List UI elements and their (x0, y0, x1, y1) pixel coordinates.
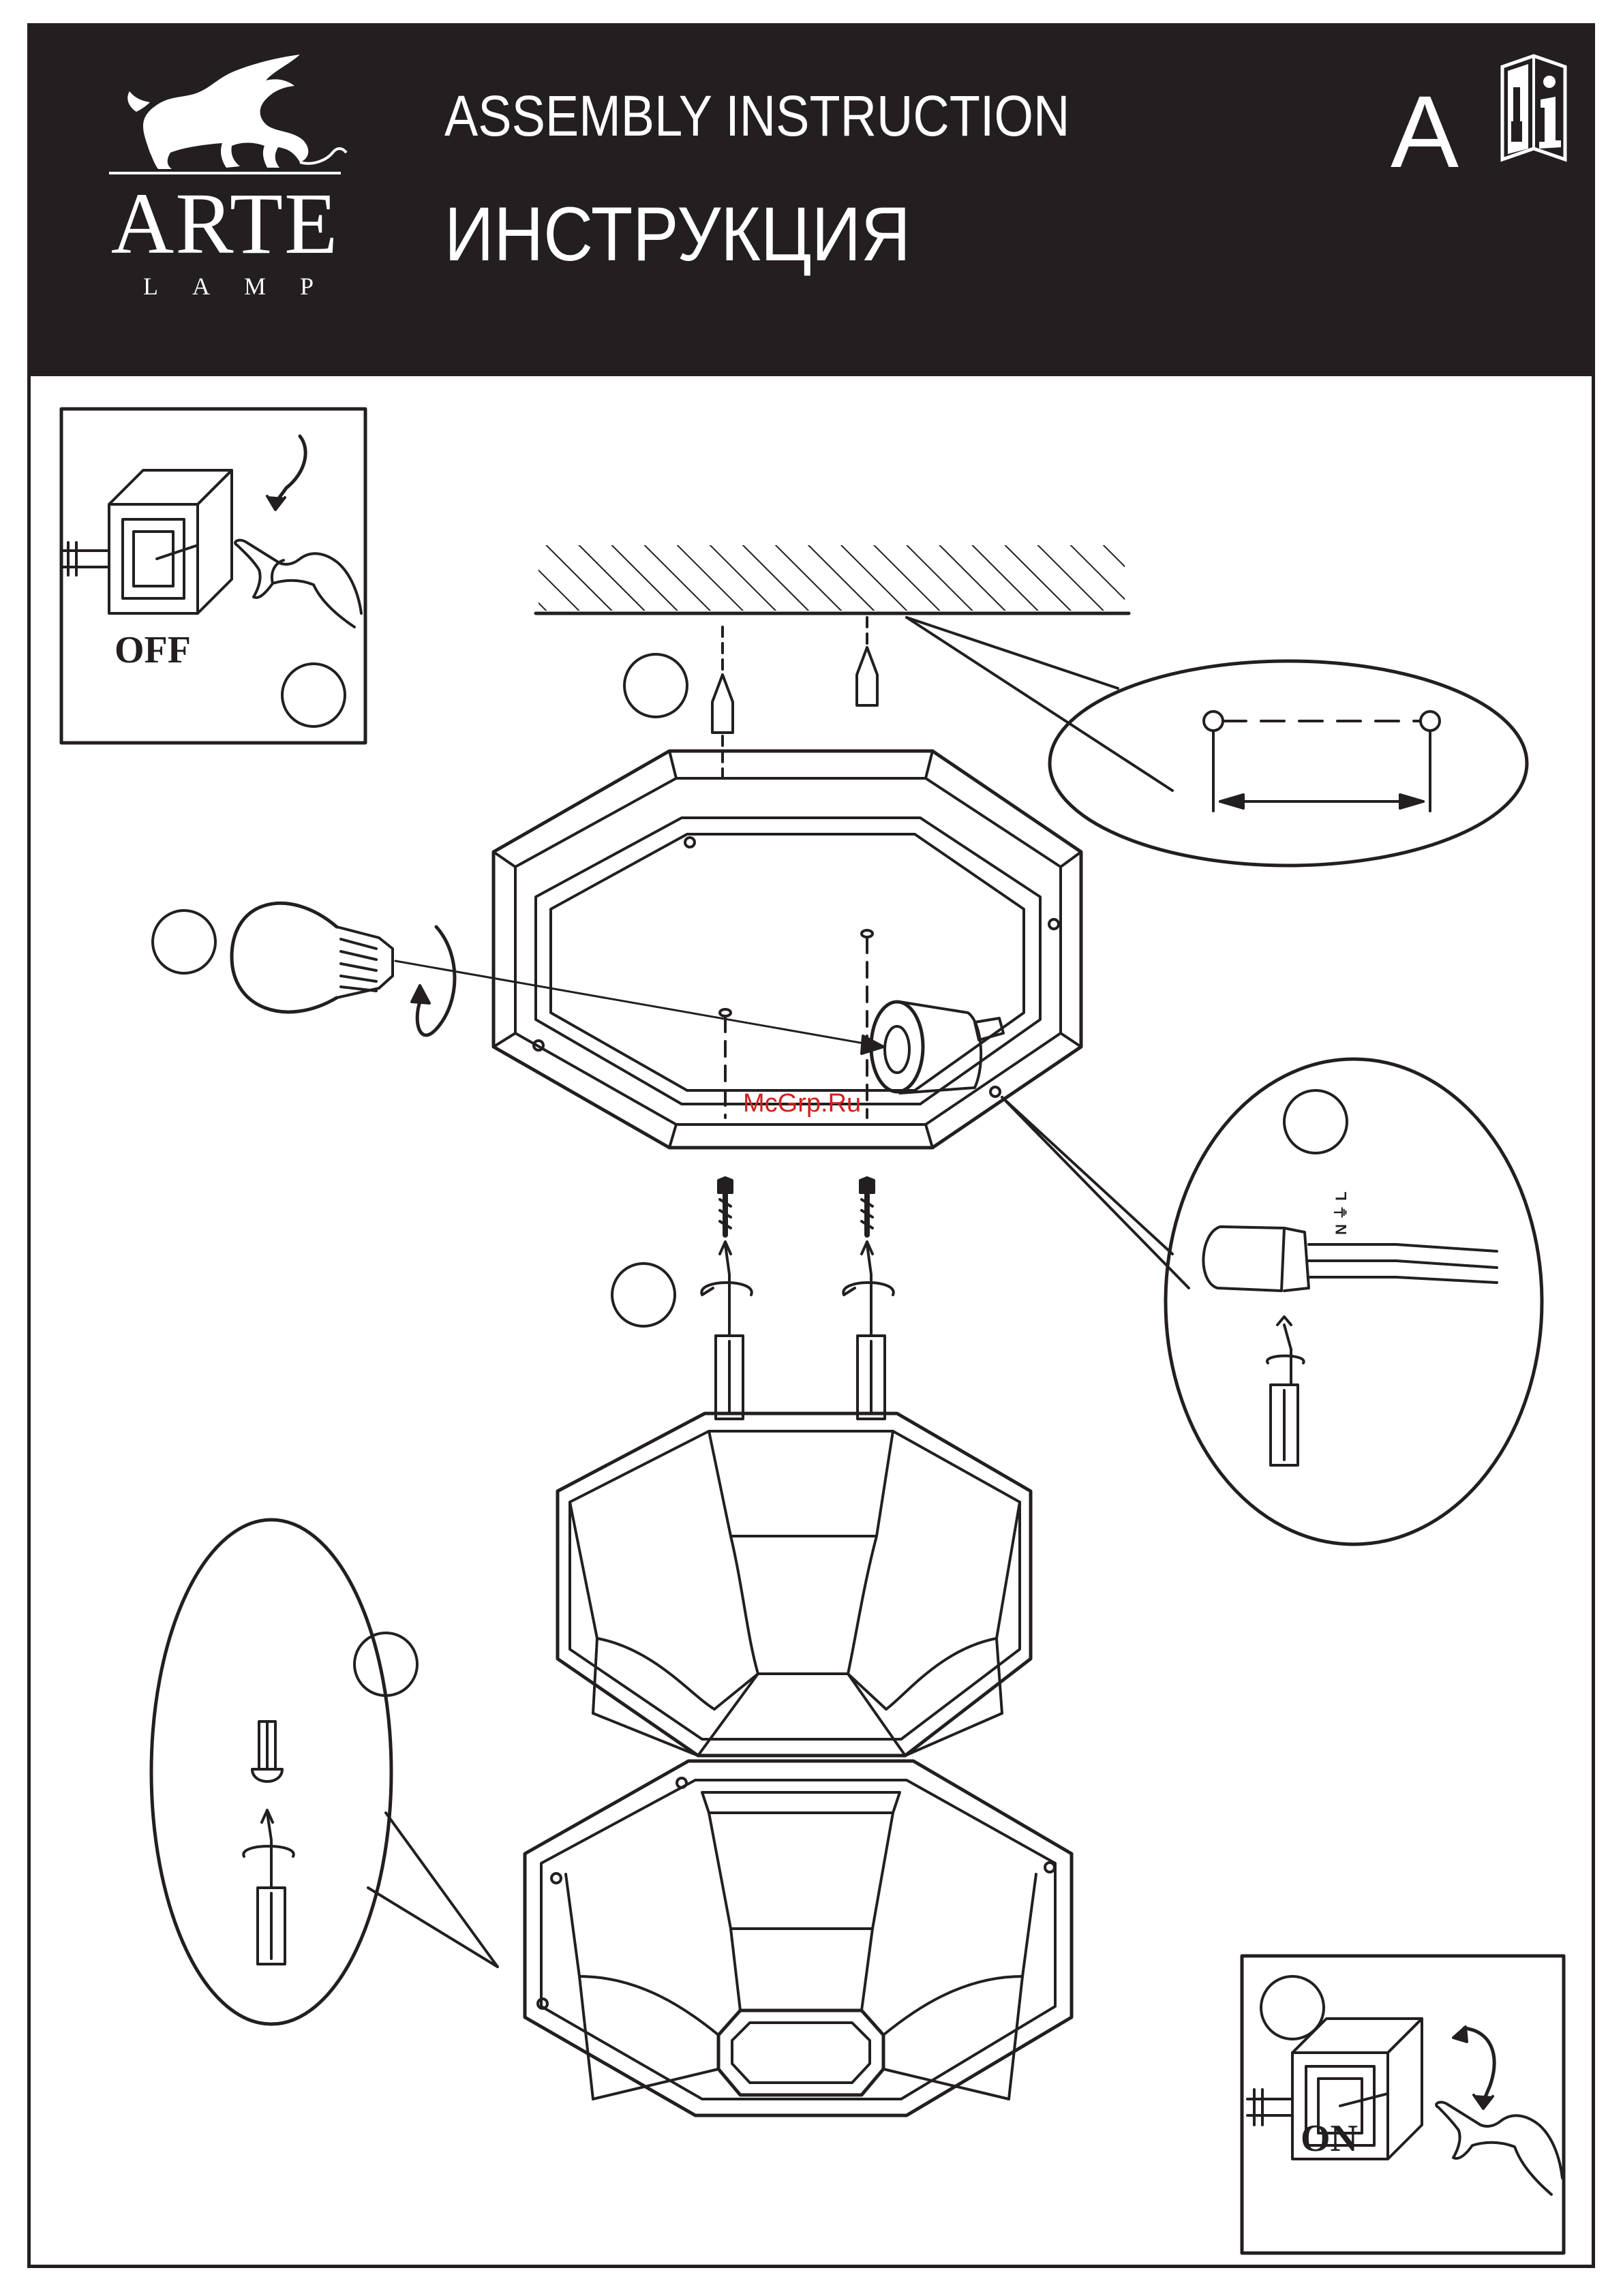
power-on-panel (1242, 1956, 1564, 2253)
lamp-cage (525, 1761, 1072, 2115)
wall-plug-left-icon (712, 627, 733, 777)
curved-arrow-on-icon (1464, 2028, 1494, 2102)
curved-arrow-off-icon (275, 436, 305, 503)
bulb-insertion-line (395, 961, 883, 1047)
lamp-socket (871, 1002, 1003, 1093)
screwdriver-wiring-icon (1267, 1317, 1304, 1465)
terminal-labels: N ⏚ L (1329, 1191, 1351, 1235)
power-off-panel (61, 409, 365, 743)
off-label: OFF (115, 631, 191, 669)
wall-plug-right-icon (857, 617, 877, 705)
step-circle-bulb (153, 910, 215, 973)
screw-cap-icon (252, 1721, 282, 1781)
cage-screw-callout (151, 1520, 498, 2024)
watermark-text: McGrp.Ru (743, 1090, 861, 1116)
hand-icon (235, 540, 361, 627)
wall-switch-off-icon (61, 470, 232, 613)
step-circle-wiring (1284, 1090, 1347, 1153)
on-label: ON (1301, 2119, 1358, 2158)
lamp-base-plate (494, 751, 1081, 1148)
wiring-callout (1002, 1059, 1542, 1544)
screwdriver-left-icon (701, 1242, 752, 1419)
glass-shade (558, 1413, 1031, 1756)
rotate-arrow-icon (412, 927, 455, 1035)
screw-right-icon (860, 1178, 874, 1235)
step-circle-off (282, 664, 345, 726)
screw-left-icon (718, 1178, 732, 1235)
screwdriver-right-icon (843, 1242, 894, 1419)
screwdriver-cage-icon (243, 1810, 294, 1964)
step-circle-anchors (624, 654, 687, 717)
light-bulb-icon (232, 903, 393, 1012)
hand-on-icon (1436, 2102, 1562, 2194)
step-circle-screws (612, 1264, 675, 1326)
ceiling (536, 545, 1129, 613)
